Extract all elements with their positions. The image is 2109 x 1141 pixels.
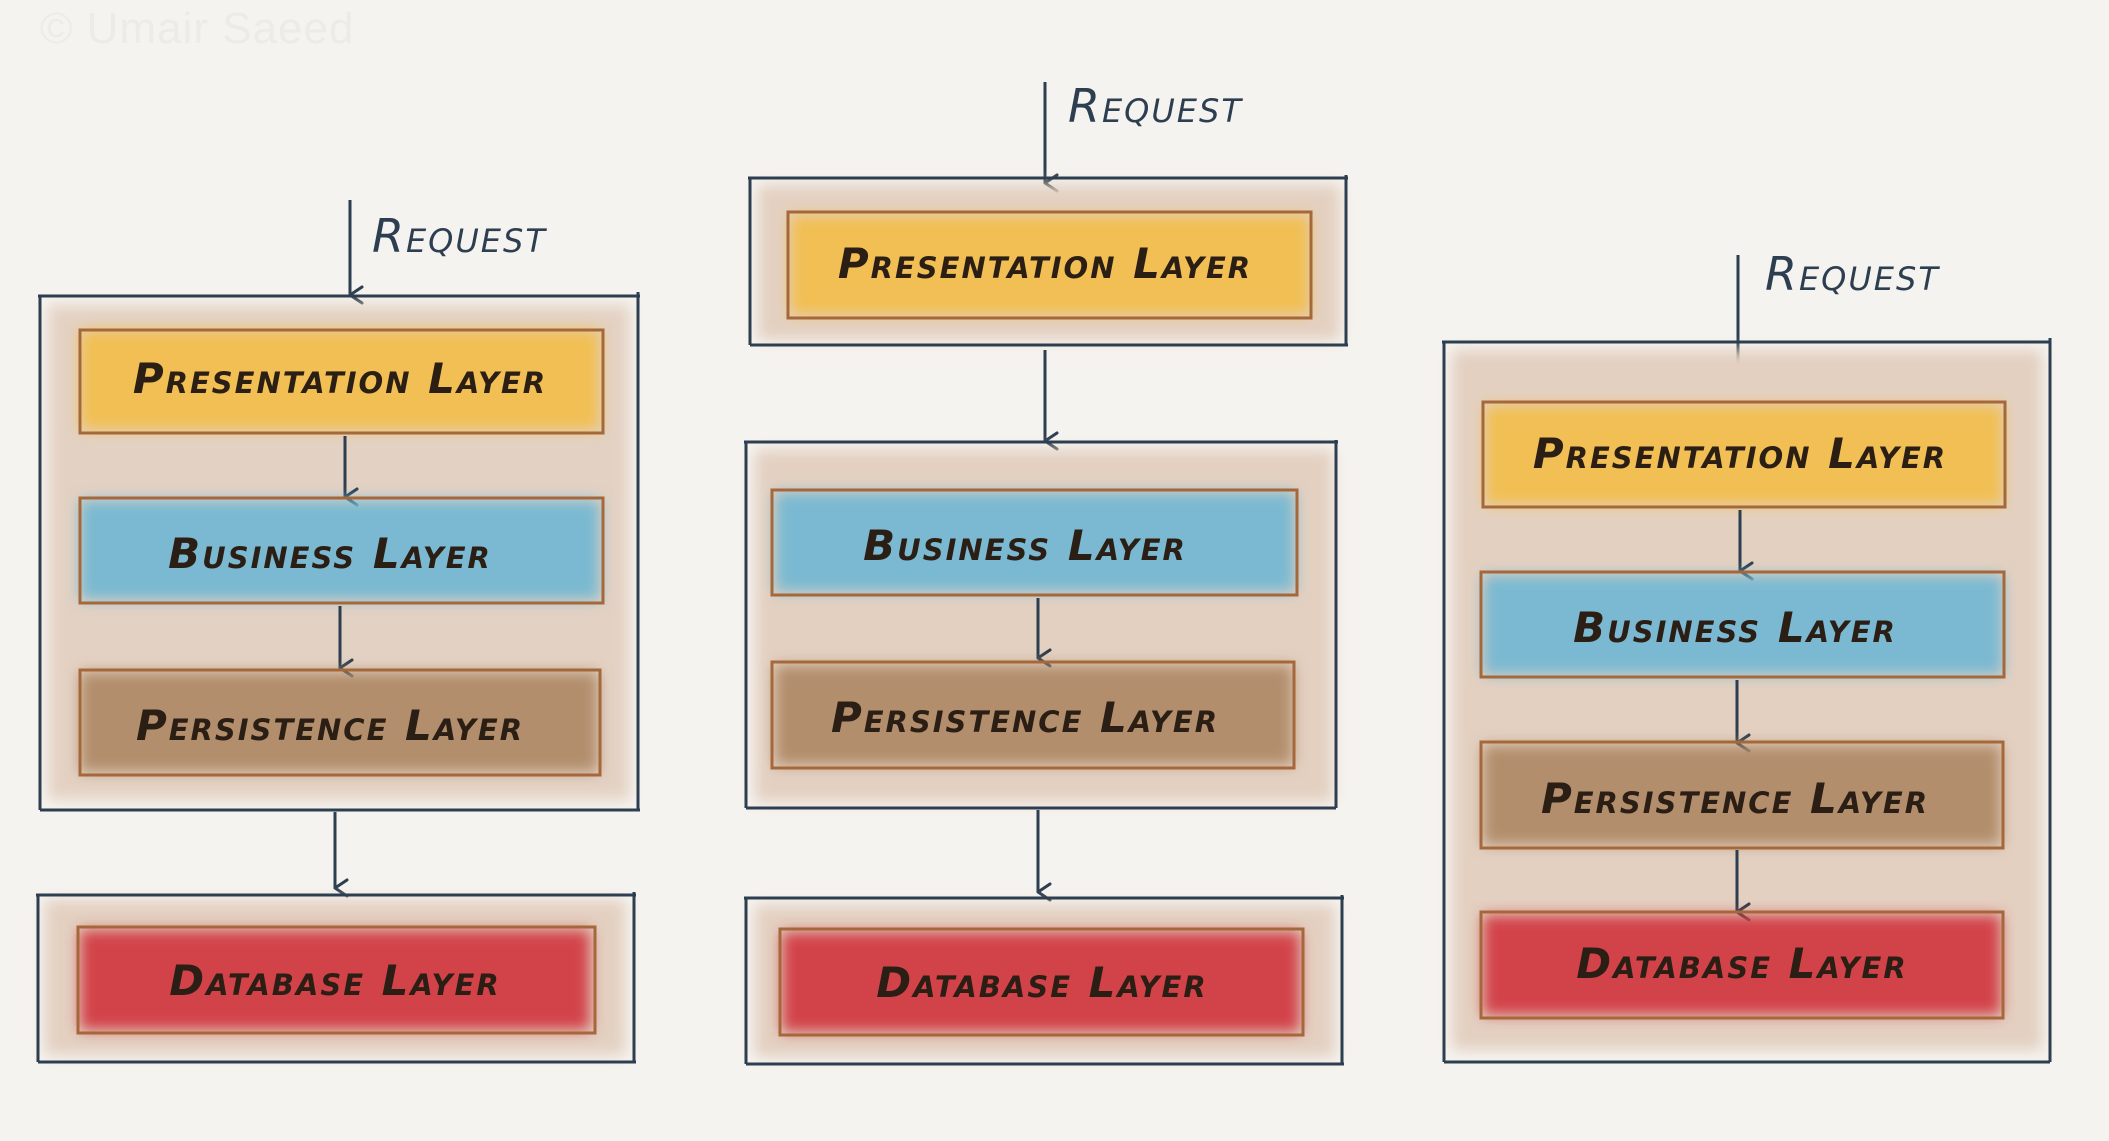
business-layer xyxy=(770,488,1299,597)
presentation-layer xyxy=(1481,400,2007,509)
business-layer xyxy=(78,496,605,605)
persistence-layer xyxy=(770,660,1296,770)
persistence-layer-label: Persistence Layer xyxy=(1541,774,1929,823)
database-layer-label: Database Layer xyxy=(1576,939,1907,988)
business-layer-label: Business Layer xyxy=(863,521,1187,570)
database-layer xyxy=(1479,910,2005,1020)
persistence-layer xyxy=(1479,740,2005,850)
persistence-layer-label: Persistence Layer xyxy=(831,693,1219,742)
business-layer xyxy=(1479,570,2006,679)
watermark: © Umair Saeed xyxy=(40,4,355,53)
request-label: Request xyxy=(372,209,547,263)
presentation-layer xyxy=(78,328,605,435)
request-label: Request xyxy=(1765,247,1940,301)
database-layer xyxy=(76,925,597,1035)
request-label: Request xyxy=(1068,79,1243,133)
persistence-layer xyxy=(78,668,602,777)
diagram-left: Request Presentation Layer Business Laye… xyxy=(36,200,640,1064)
persistence-layer-label: Persistence Layer xyxy=(136,701,524,750)
presentation-layer-label: Presentation Layer xyxy=(133,354,547,403)
diagram-right: Request Presentation Layer Business Laye… xyxy=(1442,247,2052,1064)
presentation-layer-label: Presentation Layer xyxy=(1533,429,1947,478)
presentation-layer-label: Presentation Layer xyxy=(838,239,1252,288)
presentation-layer xyxy=(786,210,1313,320)
business-layer-label: Business Layer xyxy=(1573,603,1897,652)
diagram-middle: Request Presentation Layer Business Laye… xyxy=(744,79,1348,1066)
database-layer-label: Database Layer xyxy=(169,956,500,1005)
business-layer-label: Business Layer xyxy=(168,529,492,578)
database-layer-label: Database Layer xyxy=(876,958,1207,1007)
database-layer xyxy=(778,927,1305,1037)
